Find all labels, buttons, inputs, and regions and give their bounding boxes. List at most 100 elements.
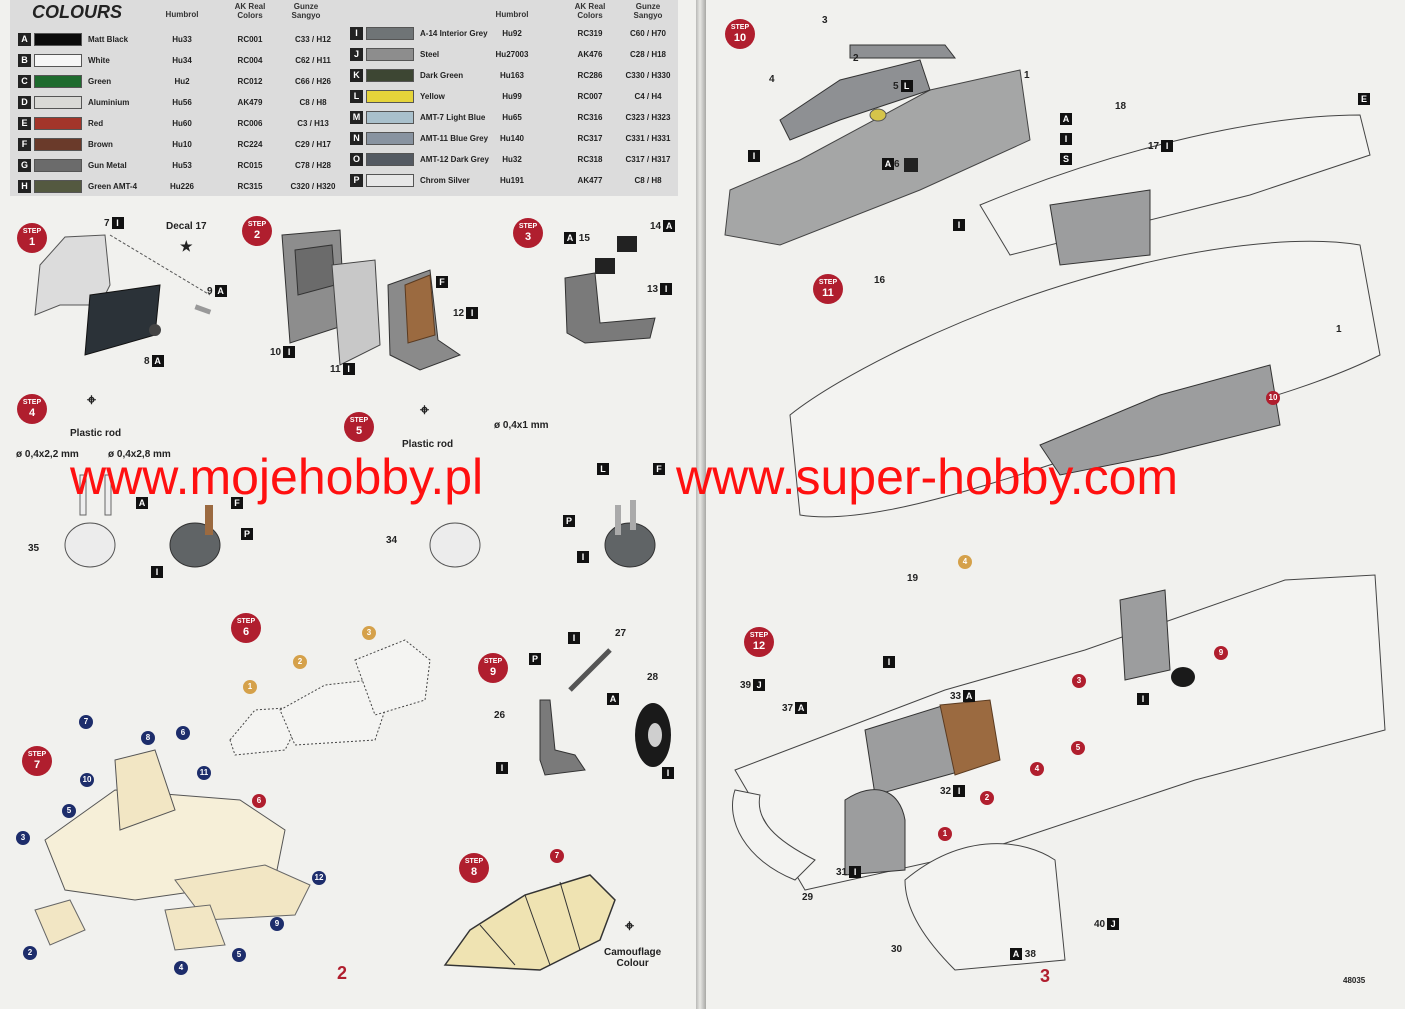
- colour-code: J: [350, 48, 363, 61]
- humbrol-code: Hu65: [502, 113, 522, 122]
- colour-a-label-9: A: [605, 693, 619, 705]
- humbrol-code: Hu10: [172, 140, 192, 149]
- colour-swatch: [366, 27, 414, 40]
- colour-code-box: I: [111, 217, 124, 229]
- plastic-rod-icon-4: ⌖: [87, 392, 97, 409]
- colour-code: O: [350, 153, 363, 166]
- canopy-part-9-marker: 9: [270, 917, 284, 931]
- colour-code: P: [350, 174, 363, 187]
- page-number-right: 3: [1040, 966, 1051, 986]
- colour-f-label-4: F: [229, 497, 243, 509]
- gunze-code: C331 / H331: [625, 134, 671, 143]
- canopy-part-6-marker: 6: [176, 726, 190, 740]
- gunze-code: C320 / H320: [290, 182, 336, 191]
- step-10-drawing: [724, 44, 1031, 246]
- colour-name: Green: [88, 77, 112, 86]
- gunze-code: C4 / H4: [634, 92, 662, 101]
- colour-l-label-5: L: [595, 463, 609, 475]
- step-3-drawing: [564, 236, 656, 344]
- gunze-code: C3 / H13: [297, 119, 329, 128]
- humbrol-code: Hu226: [169, 182, 194, 191]
- page-gutter: [696, 0, 706, 1009]
- step-2-drawing: [281, 229, 462, 371]
- part-3-label-10: 3: [822, 15, 828, 26]
- colour-code: F: [18, 138, 31, 151]
- ak-code: RC319: [577, 29, 603, 38]
- gunze-code: C28 / H18: [629, 50, 667, 59]
- gunze-code: C330 / H330: [625, 71, 671, 80]
- dim-28-label: ø 0,4x2,8 mm: [108, 449, 171, 460]
- colour-i-label-11b: I: [951, 219, 965, 231]
- colour-swatch: [34, 180, 82, 193]
- ak-code: RC286: [577, 71, 603, 80]
- colour-i-label-9b: I: [494, 762, 508, 774]
- humbrol-code: Hu27003: [495, 50, 529, 59]
- ak-code: AK477: [577, 176, 603, 185]
- colour-swatch: [366, 132, 414, 145]
- colour-a-label-4: A: [134, 497, 148, 509]
- colour-code: N: [350, 132, 363, 145]
- colour-swatch: [34, 117, 82, 130]
- ak-code: RC004: [237, 56, 263, 65]
- colour-f-label: F: [434, 276, 448, 288]
- colour-code: E: [18, 117, 31, 130]
- colour-i-label-11: I: [1058, 133, 1072, 145]
- gunze-code: C33 / H12: [294, 35, 332, 44]
- colour-name: Green AMT-4: [88, 182, 138, 191]
- colour-e-label-11: E: [1356, 93, 1370, 105]
- header-ak-2: AK Real Colors: [574, 2, 606, 20]
- ak-code: AK476: [577, 50, 603, 59]
- step-4-drawing: [64, 474, 221, 568]
- watermark-mojehobby: www.mojehobby.pl: [70, 449, 484, 505]
- colour-code: K: [350, 69, 363, 82]
- colour-i-label-5: I: [575, 551, 589, 563]
- humbrol-code: Hu32: [502, 155, 522, 164]
- plastic-rod-label-4: Plastic rod: [70, 428, 122, 439]
- part-28-label: 28: [647, 672, 659, 683]
- ak-code: RC315: [237, 182, 263, 191]
- ak-code: RC015: [237, 161, 263, 170]
- ak-code: RC224: [237, 140, 263, 149]
- step-5-drawing: [429, 500, 656, 568]
- colour-swatch: [366, 153, 414, 166]
- camouflage-icon: ⌖: [625, 918, 635, 935]
- step-12-drawing: [732, 574, 1386, 971]
- header-humbrol-2: Humbrol: [495, 10, 529, 19]
- canopy-part-5-marker: 5: [62, 804, 76, 818]
- colour-i-label-12b: I: [1135, 693, 1149, 705]
- ref-4-marker-12: 4: [1030, 762, 1044, 776]
- humbrol-code: Hu191: [499, 176, 524, 185]
- part-35-label: 35: [28, 543, 40, 554]
- colour-swatch: [366, 174, 414, 187]
- kit-code: 48035: [1343, 976, 1366, 985]
- header-ak: AK Real Colors: [234, 2, 266, 20]
- humbrol-code: Hu34: [172, 56, 192, 65]
- colour-name: White: [88, 56, 110, 65]
- canopy-part-10-marker: 10: [80, 773, 94, 787]
- colour-name: Aluminium: [88, 98, 130, 107]
- dim-22-label: ø 0,4x2,2 mm: [16, 449, 79, 460]
- colour-i-label-10: I: [746, 150, 760, 162]
- part-15-label: A 15: [562, 232, 590, 244]
